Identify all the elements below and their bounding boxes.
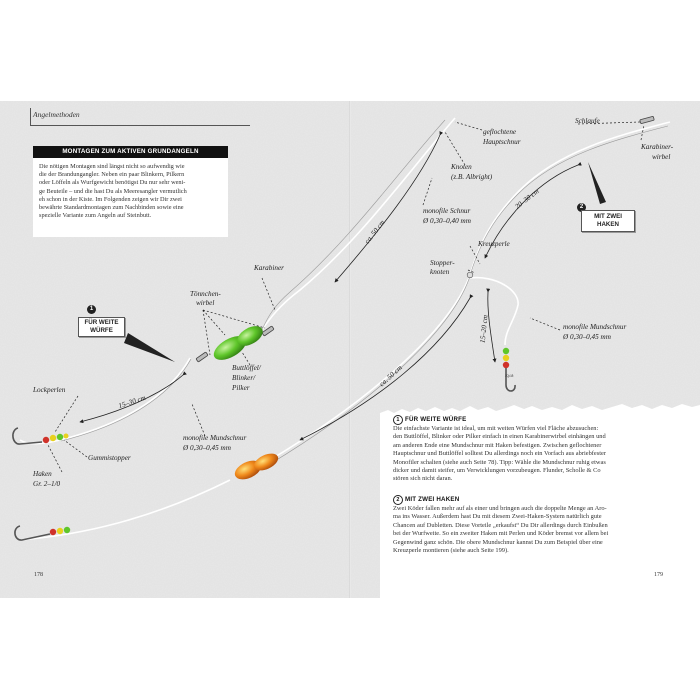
label-haken-1: Haken [33,470,52,478]
section-2-line: ma ins Wasser. Außerdem hast Du mit dies… [393,513,602,521]
label-mundschnur-left-2: Ø 0,30–0,45 mm [183,444,231,452]
section-1-number: 1 [393,415,403,425]
leader-lines [47,121,645,473]
intro-line: oder Löffeln als Wurfgewicht benötigst D… [39,179,186,187]
callout-pointers [124,162,606,362]
section-2-title: MIT ZWEI HAKEN [405,496,460,503]
callout-1-line2: WÜRFE [90,327,113,334]
intro-line: spezielle Variante zum Angeln auf Steinb… [39,212,152,220]
torn-paper [380,404,700,598]
intro-line: ge Beuteile – und die hast Du als Meeres… [39,187,187,195]
page-number-left: 178 [34,572,43,578]
label-stopper-2: knoten [430,268,450,276]
header-rule-vertical [30,108,31,126]
section-header: Angelmethoden [33,110,80,119]
section-2-line: Chancen auf Dubletten. Diese Vorteile „e… [393,521,608,529]
section-2-line: bei der Wurfweite. So ein zweiter Haken … [393,530,609,538]
label-knoten-1: Knoten [451,163,472,171]
intro-text: Die nötigen Montagen sind längst nicht s… [39,163,223,220]
label-karabiner: Karabiner [254,264,284,272]
intro-line: bewährte Standardmontagen zum Nachbinden… [39,204,184,212]
intro-box: MONTAGEN ZUM AKTIVEN GRUNDANGELN Die nöt… [33,146,228,237]
intro-line: Die nötigen Montagen sind längst nicht s… [39,163,185,170]
section-1-line: dicker und damit steifer, um Verwicklung… [393,467,601,475]
label-mundschnur-right-2: Ø 0,30–0,45 mm [563,333,611,341]
section-1-title: FÜR WEITE WÜRFE [405,416,467,423]
callout-2-box: MIT ZWEI HAKEN [581,210,635,232]
header-rule [30,125,250,126]
section-1-line: am anderen Ende eine Mundschnur mit Hake… [393,441,602,449]
section-1-line: stören sich nicht daran. [393,475,453,483]
label-karabinerwirbel-1: Karabiner- [641,143,674,151]
section-2-line: Gegenwind ganz schön. Die obere Mundschn… [393,538,603,546]
dimension-arrows [79,131,582,441]
label-stopper-1: Stopper- [430,259,455,267]
label-toennchen-2: wirbel [196,299,215,307]
section-2-line: Kreuzperle montieren (siehe auch Seite 1… [393,547,509,555]
buttloeffel-orange [234,453,279,480]
lockperlen-1 [42,433,69,444]
section-2-line: Zwei Köder fallen mehr auf als einer und… [393,505,607,512]
kreuzperle-bead [466,271,474,279]
intro-line: eh schon in der Kiste. Im Folgenden zeig… [39,195,182,203]
label-karabinerwirbel-2: wirbel [652,153,671,161]
label-schlaufe: Schlaufe [575,117,600,125]
label-buttloeffel-1: Buttlöffel/ [232,364,261,372]
label-kreuzperle: Kreuzperle [478,240,510,248]
label-mundschnur-left-1: monofile Mundschnur [183,434,247,442]
section-1-line: Hauptschnur und Buttlöffel solltest Du a… [393,450,606,458]
page-number-right: 179 [654,572,663,578]
callout-1-number: 1 [87,305,96,314]
callout-2-line2: HAKEN [596,221,619,228]
buttloeffel-green [213,326,263,360]
karabiner-wirbel-icon [639,116,655,124]
section-1-line: Die einfachste Variante ist ideal, um mi… [393,425,599,432]
label-gummistopper: Gummistopper [88,454,131,462]
callout-2-number: 2 [577,203,586,212]
label-mundschnur-right-1: monofile Mundschnur [563,323,627,331]
callout-2-line1: MIT ZWEI [594,213,622,220]
label-toennchen-1: Tönnchen- [190,290,221,298]
callout-1-line1: FÜR WEITE [84,319,119,326]
lockperlen-3 [502,347,510,369]
label-mono-schnur-2: Ø 0,30–0,40 mm [423,217,471,225]
artist-signature: Kjök [505,373,514,378]
label-lockperlen: Lockperlen [33,386,66,394]
intro-line: die der Brandungangler. Neben ein paar B… [39,171,185,179]
label-buttloeffel-2: Blinker/ [232,374,256,382]
section-1-line: den Buttlöffel, Blinker oder Pilker einf… [393,433,606,441]
label-buttloeffel-3: Pilker [232,384,250,392]
label-haken-2: Gr. 2–1/0 [33,480,61,488]
intro-title: MONTAGEN ZUM AKTIVEN GRUNDANGELN [33,146,228,158]
label-geflochtene-2: Hauptschnur [483,138,521,146]
section-1-line: Monofiler schalten (siehe auch Seite 78)… [393,458,606,466]
hook-icon [12,368,516,541]
label-knoten-2: (z.B. Albright) [451,173,493,181]
lockperlen-2 [49,526,71,536]
label-geflochtene-1: geflochtene [483,128,517,136]
label-mono-schnur-1: monofile Schnur [423,207,471,215]
toennchen-wirbel [195,325,275,363]
callout-1-box: FÜR WEITE WÜRFE [78,317,125,337]
section-2-number: 2 [393,495,403,505]
